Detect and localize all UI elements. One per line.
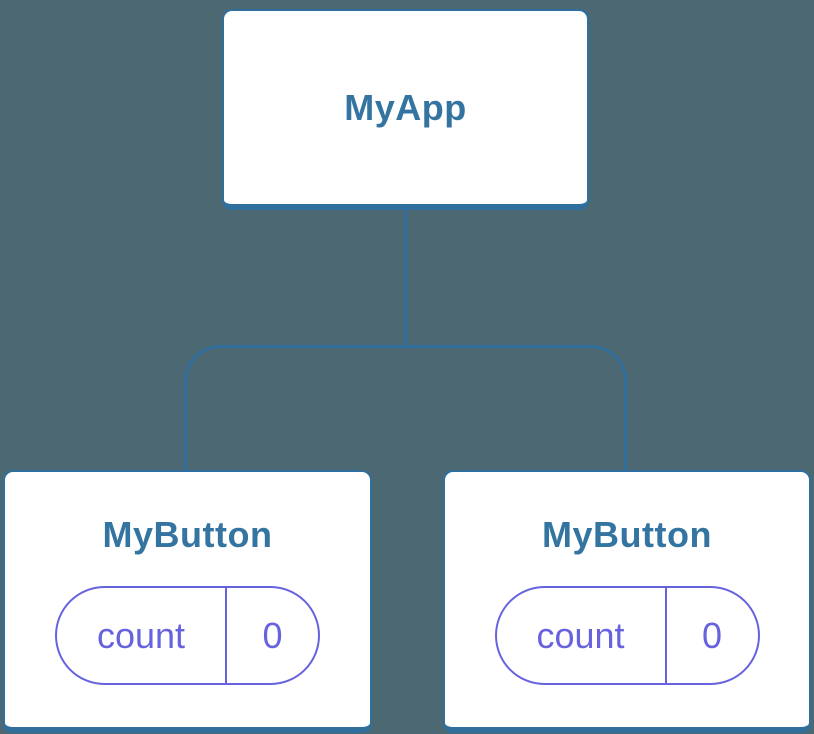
state-pill-left: count 0 [55,586,320,685]
node-myapp: MyApp [222,9,589,210]
state-key-left: count [96,614,186,656]
node-mybutton-right-label: MyButton [542,514,712,555]
state-pill-right: count 0 [494,586,760,685]
state-value-right: 0 [664,588,758,683]
node-mybutton-left-label: MyButton [102,514,273,555]
node-mybutton-left: MyButton count 0 [3,470,372,733]
node-mybutton-right: MyButton count 0 [443,470,811,733]
connector-branch-bracket [184,345,627,471]
connector-root-line [404,210,407,347]
state-value-left: 0 [225,588,318,683]
node-myapp-label: MyApp [344,86,467,128]
state-key-right: count [536,614,625,656]
